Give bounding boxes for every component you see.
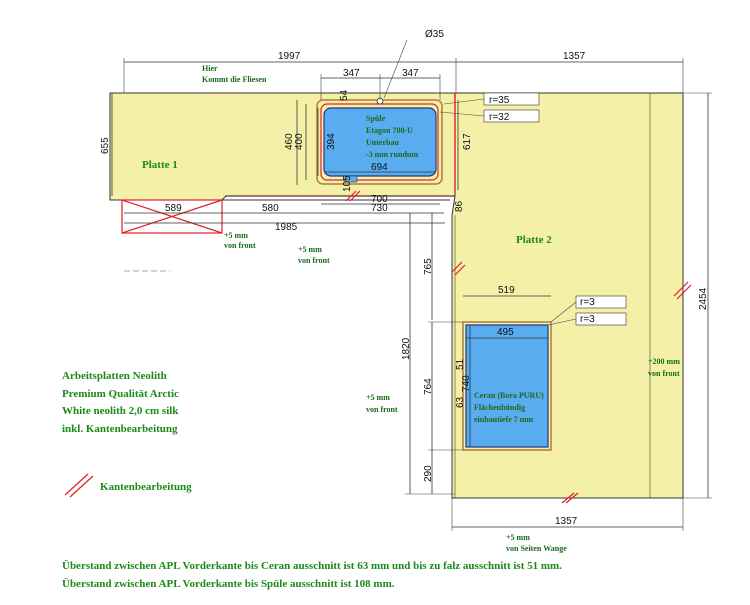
front-note-c2: von front [366,405,398,414]
radius-32: r=32 [489,112,510,123]
dim-580: 580 [262,203,279,214]
dim-1820: 1820 [401,337,412,360]
front-note-d2: von front [648,369,680,378]
dim-51: 51 [455,358,466,370]
dim-495: 495 [497,327,514,338]
dim-2454: 2454 [698,287,709,310]
front-note-a1: +5 mm [224,231,248,240]
radius-3b: r=3 [580,314,595,325]
tiles-note-2: Kommt die Fliesen [202,75,267,84]
dim-105: 105 [342,175,353,192]
dim-394: 394 [326,133,337,150]
dim-700: 700 [371,194,388,205]
material-line-4: inkl. Kantenbearbeitung [62,423,178,435]
dim-589: 589 [165,203,182,214]
front-note-b2: von front [298,256,330,265]
dim-519: 519 [498,285,515,296]
sink-label-1: Spüle [366,114,386,123]
front-note-c1: +5 mm [366,393,390,402]
dim-1985: 1985 [275,222,298,233]
material-line-2: Premium Qualität Arctic [62,388,179,400]
edge-mark-platte1-front [345,190,361,202]
material-line-1: Arbeitsplatten Neolith [62,370,167,382]
cooktop-outer-cutout [462,321,552,451]
removed-cross-2 [121,199,223,234]
front-note-d1: +200 mm [648,357,680,366]
cooktop-label-2: Flächenbündig [474,403,525,412]
wange-note-1: +5 mm [506,533,530,542]
edge-mark-platte2-bottom [561,492,579,504]
material-line-3: White neolith 2,0 cm silk [62,405,179,417]
sink-drain-box [344,175,358,183]
dim-400: 400 [294,133,305,150]
cooktop-label-3: einbautiefe 7 mm [474,415,533,424]
dim-730: 730 [371,203,388,214]
front-note-a2: von front [224,241,256,250]
label-platte-2: Platte 2 [516,234,552,246]
radius-leader [443,98,485,105]
edge-mark-platte2-left [451,261,466,276]
dim-347-right: 347 [402,68,419,79]
radius-leader [439,111,485,117]
sink-label-2: Etagon 700-U [366,126,413,135]
dim-54: 54 [339,89,350,101]
dim-tap-hole: Ø35 [425,29,444,40]
note-ceran: Überstand zwischen APL Vorderkante bis C… [62,559,562,572]
front-note-b1: +5 mm [298,245,322,254]
dim-290: 290 [423,465,434,482]
dim-460: 460 [284,133,295,150]
sink-basin [323,107,437,177]
dim-347-left: 347 [343,68,360,79]
dim-63: 63 [455,396,466,408]
dim-765: 765 [423,258,434,275]
dim-655: 655 [100,137,111,154]
radius-leader [547,318,577,326]
radius-leader [550,301,577,323]
dim-694: 694 [371,162,388,173]
cooktop-surface [465,324,549,448]
dim-1997: 1997 [278,51,301,62]
dim-740: 740 [461,375,472,392]
dim-86: 86 [454,200,465,212]
radius-3a: r=3 [580,297,595,308]
dim-1357-top: 1357 [563,51,586,62]
label-platte-1: Platte 1 [142,159,178,171]
wange-note-2: von Seiten Wange [506,544,567,553]
tap-leader [383,39,408,99]
legend-edge-label: Kantenbearbeitung [100,481,192,493]
sink-label-3: Unterbau [366,138,399,147]
note-spuele: Überstand zwischen APL Vorderkante bis S… [62,577,395,590]
edge-mark-legend [64,473,94,498]
edge-mark-platte2-right [673,281,692,300]
dim-617: 617 [462,133,473,150]
cooktop-label-1: Ceran (Bora PURU) [474,391,544,400]
tiles-note-1: Hier [202,64,218,73]
dim-1357-bottom: 1357 [555,516,578,527]
sink-label-4: -3 mm rundum [366,150,418,159]
dim-764: 764 [423,378,434,395]
radius-35: r=35 [489,95,510,106]
